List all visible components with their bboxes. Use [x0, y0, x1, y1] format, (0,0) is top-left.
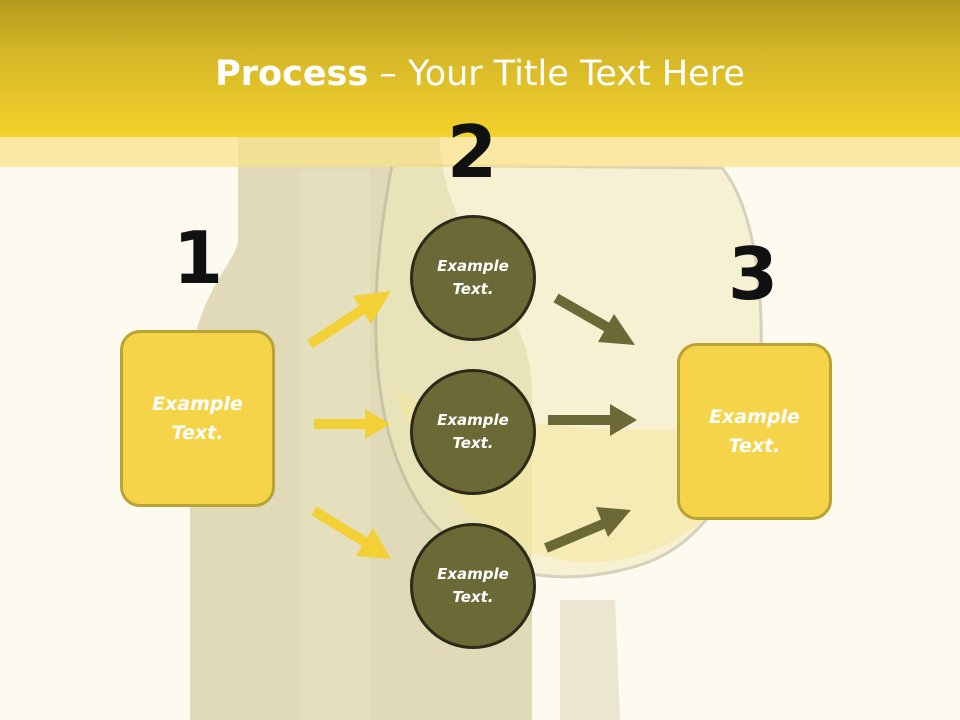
title-rest: – Your Title Text Here: [368, 54, 745, 94]
step-2-node-3: Example Text.: [410, 523, 536, 649]
step-2-node-2: Example Text.: [410, 369, 536, 495]
step-2-node-3-text: Example Text.: [437, 565, 509, 606]
step-number-3: 3: [727, 232, 779, 316]
arrow-1-to-node-2: [314, 409, 390, 439]
glass-stem: [560, 600, 620, 720]
title-bar: [0, 0, 960, 137]
step-2-node-2-text: Example Text.: [437, 411, 509, 452]
arrow-1-to-node-3: [311, 506, 391, 559]
title-bar-strip: [0, 137, 960, 167]
step-1-text: Example Text.: [152, 392, 243, 444]
step-number-1: 1: [172, 216, 224, 300]
bottle-highlight: [300, 170, 370, 720]
step-3-box: Example Text.: [677, 343, 832, 520]
step-number-2: 2: [446, 110, 498, 194]
arrow-node-1-to-3: [553, 293, 635, 345]
step-3-text: Example Text.: [709, 405, 800, 457]
slide-title: Process – Your Title Text Here: [0, 52, 960, 96]
step-2-node-1-text: Example Text.: [437, 257, 509, 298]
arrow-node-3-to-3: [544, 507, 631, 553]
step-1-box: Example Text.: [120, 330, 275, 507]
arrow-node-2-to-3: [548, 404, 637, 436]
arrow-1-to-node-1: [307, 291, 391, 349]
step-2-node-1: Example Text.: [410, 215, 536, 341]
title-bold: Process: [215, 54, 369, 94]
